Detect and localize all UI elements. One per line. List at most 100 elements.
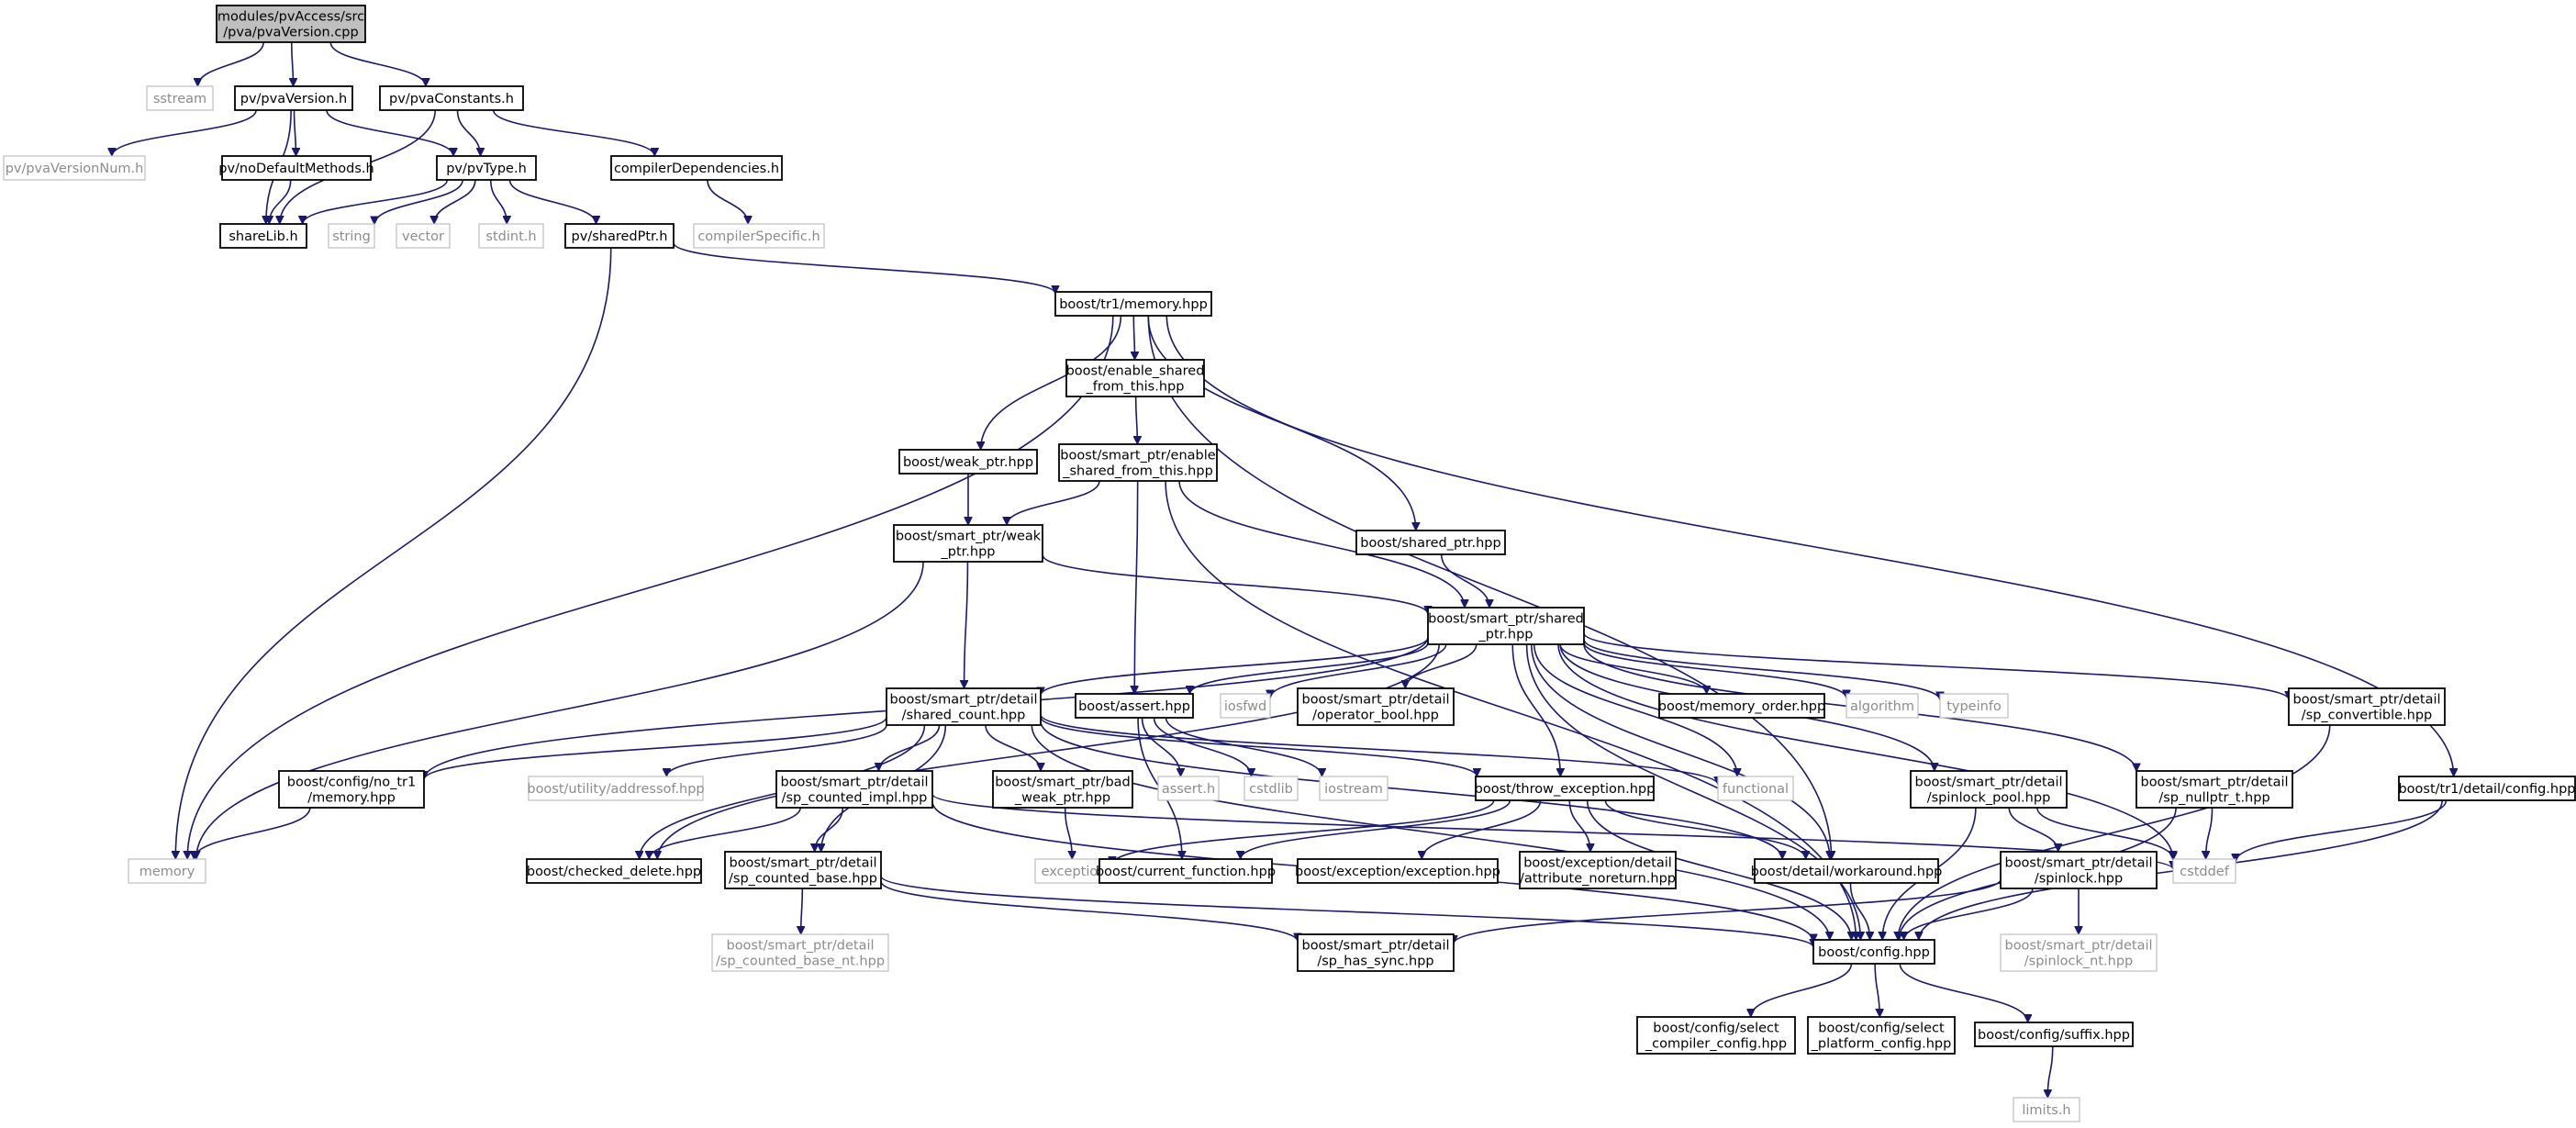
- node-label: boost/weak_ptr.hpp: [903, 455, 1033, 470]
- node-stdint-h: stdint.h: [478, 223, 544, 249]
- node-label: boost/utility/addressof.hpp: [527, 782, 704, 797]
- node-label: pv/pvaVersionNum.h: [6, 162, 144, 176]
- node-label: memory: [139, 865, 195, 879]
- node-box: [1297, 858, 1499, 884]
- node-label: typeinfo: [1946, 699, 2002, 714]
- edge-assert-hpp-to-iostream: [1165, 717, 1322, 777]
- node-box: [610, 155, 783, 181]
- node-label: boost/config/no_tr1: [287, 776, 417, 790]
- node-box: [1157, 776, 1220, 801]
- edge-sp-weak-ptr-to-sp-shared-ptr: [1042, 554, 1428, 615]
- node-label: boost/smart_ptr/detail: [2004, 939, 2152, 954]
- node-box: [775, 770, 933, 809]
- node-assert-hpp: boost/assert.hpp: [1075, 693, 1194, 719]
- node-current-function: boost/current_function.hpp: [1096, 858, 1276, 884]
- edge-root-to-sstream: [197, 41, 264, 87]
- node-cstddef: cstddef: [2172, 858, 2236, 884]
- node-box: [886, 687, 1042, 726]
- edge-suffix-to-limits-h: [2047, 1045, 2054, 1098]
- edge-spinlock-pool-to-spinlock: [2008, 807, 2057, 853]
- node-box: [1297, 933, 1455, 972]
- edge-pvType-h-to-shareLib-h: [303, 179, 449, 225]
- edge-sp-nullptr-t-to-cstddef: [2206, 807, 2214, 859]
- node-sp-convertible: boost/smart_ptr/detail/sp_convertible.hp…: [2288, 687, 2446, 726]
- edge-throw-exception-to-attribute-noreturn: [1568, 799, 1590, 852]
- node-box: [1910, 770, 2068, 809]
- node-memory-order: boost/memory_order.hpp: [1658, 693, 1825, 719]
- node-typeinfo: typeinfo: [1939, 693, 2009, 719]
- node-tr1-detail-config: boost/tr1/detail/config.hpp: [2398, 776, 2576, 801]
- node-box: [1846, 693, 1919, 719]
- node-label: boost/smart_ptr/detail: [2292, 693, 2440, 708]
- node-label: boost/config/select: [1818, 1022, 1945, 1036]
- node-label: boost/smart_ptr/detail: [1301, 939, 1449, 954]
- node-functional: functional: [1717, 776, 1794, 801]
- edge-sp-shared-ptr-to-typeinfo: [1583, 639, 1940, 700]
- edge-sp-shared-ptr-to-config-hpp: [1525, 643, 1861, 940]
- edge-sp-enable-shared-to-config-hpp: [1165, 480, 1856, 940]
- node-label: _ptr.hpp: [1478, 628, 1533, 642]
- node-box: [724, 851, 882, 889]
- node-label: boost/smart_ptr/detail: [2140, 776, 2288, 790]
- node-operator-bool: boost/smart_ptr/detail/operator_bool.hpp: [1297, 687, 1455, 726]
- node-label: boost/detail/workaround.hpp: [1751, 865, 1943, 879]
- node-label: pv/sharedPtr.h: [572, 229, 668, 244]
- node-box: [1355, 530, 1506, 555]
- node-label: boost/smart_ptr/detail: [726, 939, 874, 954]
- edge-config-hpp-to-suffix: [1899, 963, 2027, 1023]
- node-label: /sp_counted_base_nt.hpp: [716, 955, 885, 969]
- node-label: exception: [1042, 865, 1107, 879]
- node-sp-has-sync: boost/smart_ptr/detail/sp_has_sync.hpp: [1297, 933, 1455, 972]
- edge-shared-count-to-functional: [1040, 714, 1718, 786]
- edge-sharedPtr-h-to-memory: [175, 247, 612, 859]
- node-box: [216, 5, 366, 43]
- node-label: compilerSpecific.h: [697, 229, 820, 244]
- node-box: [2398, 776, 2576, 801]
- edge-spinlock-to-config-hpp: [1904, 888, 2034, 941]
- node-config-hpp: boost/config.hpp: [1812, 939, 1935, 965]
- node-sstream: sstream: [146, 85, 214, 111]
- edge-tr1-memory-to-workaround: [1147, 315, 1831, 859]
- edge-pvaVersion-h-to-pvType-h: [326, 109, 453, 157]
- node-sp-counted-impl: boost/smart_ptr/detail/sp_counted_impl.h…: [775, 770, 933, 809]
- node-label: pv/pvaConstants.h: [389, 92, 514, 106]
- node-select-compiler: boost/config/select_compiler_config.hpp: [1636, 1016, 1796, 1055]
- node-limits-h: limits.h: [2013, 1097, 2080, 1122]
- edge-assert-hpp-to-cstdlib: [1153, 717, 1252, 777]
- node-label: cstddef: [2180, 865, 2230, 879]
- node-label: pv/noDefaultMethods.h: [218, 162, 374, 176]
- node-box: [396, 223, 451, 249]
- edge-sp-shared-ptr-to-workaround: [1530, 643, 1830, 859]
- edge-sp-enable-shared-to-assert-hpp: [1134, 480, 1138, 694]
- node-box: [2172, 858, 2236, 884]
- edge-sp-counted-base-to-sp-has-sync: [880, 880, 1298, 943]
- edge-tr1-memory-to-weak-ptr: [981, 315, 1122, 450]
- node-label: /memory.hpp: [307, 791, 396, 806]
- node-label: iostream: [1324, 782, 1383, 797]
- node-label: boost/checked_delete.hpp: [527, 865, 701, 879]
- edge-sp-shared-ptr-to-functional: [1533, 643, 1737, 776]
- node-sp-counted-base-nt: boost/smart_ptr/detail/sp_counted_base_n…: [711, 933, 889, 972]
- node-select-platform: boost/config/select_platform_config.hpp: [1807, 1016, 1956, 1055]
- node-label: boost/smart_ptr/bad: [995, 776, 1131, 790]
- node-box: [379, 85, 524, 111]
- edge-sp-shared-ptr-to-checked-delete: [657, 643, 1440, 859]
- node-box: [219, 223, 307, 249]
- node-label: boost/current_function.hpp: [1096, 865, 1276, 879]
- node-bad-weak-ptr: boost/smart_ptr/bad_weak_ptr.hpp: [992, 770, 1133, 809]
- node-algorithm: algorithm: [1846, 693, 1919, 719]
- node-box: [1427, 607, 1585, 645]
- node-box: [528, 776, 704, 801]
- node-box: [146, 85, 214, 111]
- node-label: /sp_has_sync.hpp: [1317, 955, 1433, 969]
- edge-bad-weak-ptr-to-exception: [1064, 807, 1073, 859]
- node-box: [1054, 291, 1212, 317]
- node-label: algorithm: [1850, 699, 1914, 714]
- node-label: boost/smart_ptr/shared: [1428, 612, 1584, 627]
- edge-sp-shared-ptr-to-sp-convertible: [1583, 632, 2289, 700]
- edge-sp-enable-shared-to-sp-shared-ptr: [1178, 480, 1465, 608]
- node-pvaConstants-h: pv/pvaConstants.h: [379, 85, 524, 111]
- node-box: [693, 223, 825, 249]
- node-label: boost/smart_ptr/detail: [780, 776, 928, 790]
